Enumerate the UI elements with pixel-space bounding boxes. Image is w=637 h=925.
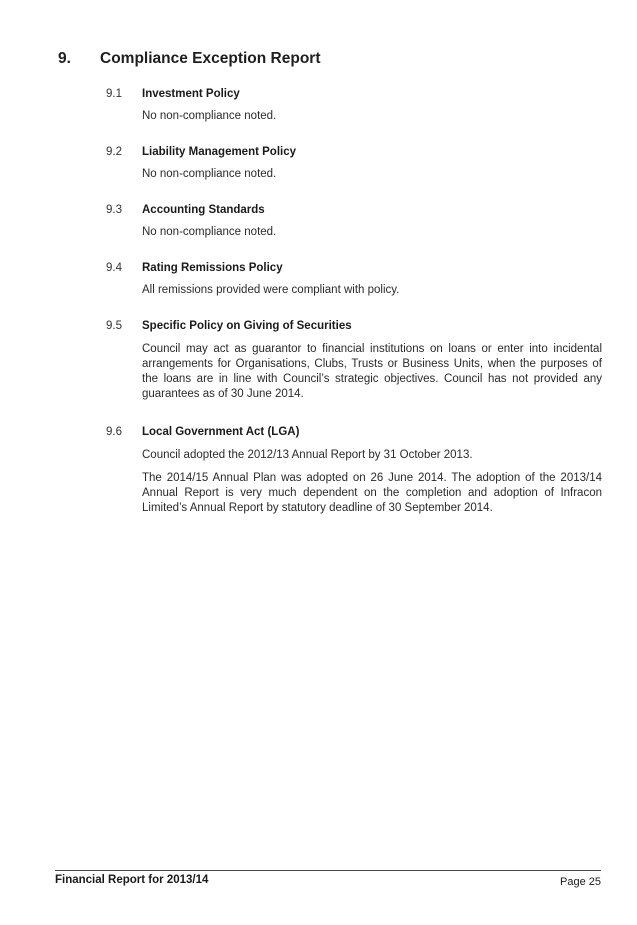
- subsection-body: No non-compliance noted.: [142, 109, 602, 132]
- subsection-title: Investment Policy: [142, 88, 240, 100]
- footer-divider: [55, 870, 601, 871]
- subsection-body: No non-compliance noted.: [142, 167, 602, 190]
- heading-title: Compliance Exception Report: [100, 50, 321, 67]
- subsection-number: 9.3: [106, 204, 122, 216]
- subsection-number: 9.6: [106, 426, 122, 438]
- paragraph: No non-compliance noted.: [142, 110, 277, 122]
- paragraph: Council adopted the 2012/13 Annual Repor…: [142, 449, 473, 461]
- paragraph: No non-compliance noted.: [142, 226, 277, 238]
- subsection-number: 9.2: [106, 146, 122, 158]
- section-heading: 9. Compliance Exception Report: [0, 50, 637, 72]
- subsection-title: Local Government Act (LGA): [142, 426, 300, 438]
- paragraph: Council may act as guarantor to financia…: [142, 343, 602, 400]
- subsection-title: Specific Policy on Giving of Securities: [142, 320, 352, 332]
- subsection-body: No non-compliance noted.: [142, 225, 602, 248]
- footer-report-title: Financial Report for 2013/14: [55, 874, 209, 886]
- subsection-body: Council adopted the 2012/13 Annual Repor…: [142, 448, 602, 524]
- footer-page-number: Page 25: [560, 876, 601, 888]
- subsection-body: All remissions provided were compliant w…: [142, 283, 602, 306]
- heading-number: 9.: [58, 50, 71, 67]
- paragraph: No non-compliance noted.: [142, 168, 277, 180]
- subsection-title: Rating Remissions Policy: [142, 262, 283, 274]
- subsection-title: Accounting Standards: [142, 204, 265, 216]
- subsection-title: Liability Management Policy: [142, 146, 297, 158]
- subsection-number: 9.4: [106, 262, 122, 274]
- subsection-number: 9.5: [106, 320, 122, 332]
- subsection-body: Council may act as guarantor to financia…: [142, 342, 602, 410]
- paragraph: The 2014/15 Annual Plan was adopted on 2…: [142, 472, 602, 514]
- paragraph: All remissions provided were compliant w…: [142, 284, 400, 296]
- subsection-number: 9.1: [106, 88, 122, 100]
